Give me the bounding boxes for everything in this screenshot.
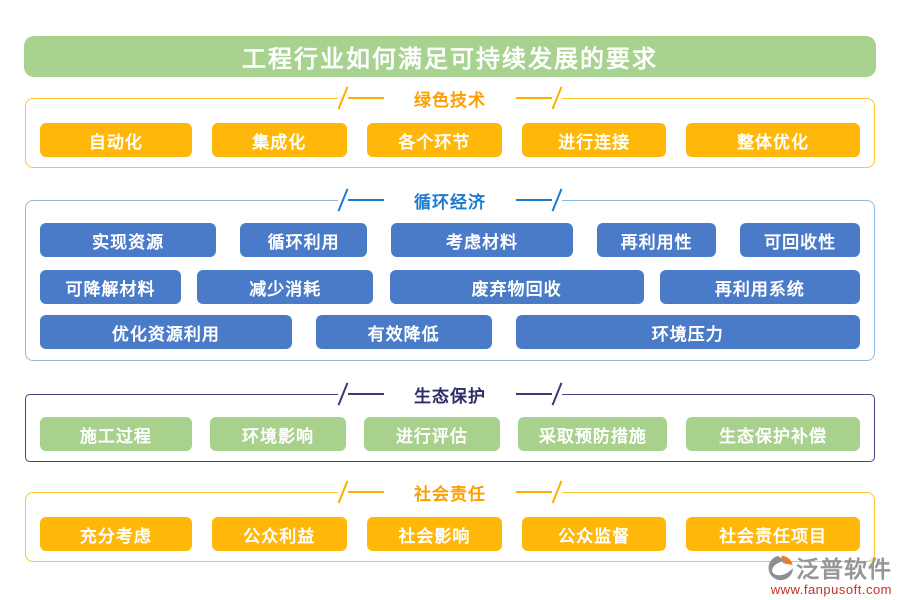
- keyword-button[interactable]: 社会影响: [366, 517, 503, 551]
- slash-decoration: [337, 86, 349, 110]
- section-title: 循环经济: [414, 192, 486, 212]
- keyword-button[interactable]: 采取预防措施: [518, 417, 668, 451]
- section-social-responsibility-header: 社会责任: [337, 479, 563, 505]
- section-title: 生态保护: [414, 386, 486, 406]
- section-eco-protection-header: 生态保护: [337, 381, 563, 407]
- section-eco-protection: 生态保护 施工过程 环境影响 进行评估 采取预防措施 生态保护补偿: [25, 381, 875, 462]
- green-tech-buttons: 自动化 集成化 各个环节 进行连接 整体优化: [40, 123, 860, 157]
- keyword-button[interactable]: 整体优化: [686, 123, 860, 157]
- keyword-button[interactable]: 施工过程: [40, 417, 192, 451]
- keyword-button[interactable]: 生态保护补偿: [686, 417, 860, 451]
- circular-economy-row-1: 实现资源 循环利用 考虑材料 再利用性 可回收性: [40, 223, 860, 257]
- slash-decoration: [337, 188, 349, 212]
- keyword-button[interactable]: 公众监督: [521, 517, 667, 551]
- circular-economy-row-3: 优化资源利用 有效降低 环境压力: [40, 315, 860, 349]
- fanpu-logo-row: 泛普软件: [767, 550, 892, 584]
- keyword-button[interactable]: 实现资源: [40, 223, 217, 257]
- line-decoration: [516, 97, 552, 99]
- keyword-button[interactable]: 进行评估: [364, 417, 500, 451]
- slash-decoration: [551, 86, 563, 110]
- line-decoration: [516, 199, 552, 201]
- keyword-button[interactable]: 自动化: [40, 123, 192, 157]
- page-title: 工程行业如何满足可持续发展的要求: [24, 36, 876, 77]
- keyword-button[interactable]: 减少消耗: [197, 270, 374, 304]
- section-green-tech: 绿色技术 自动化 集成化 各个环节 进行连接 整体优化: [25, 85, 875, 168]
- section-circular-economy: 循环经济 实现资源 循环利用 考虑材料 再利用性 可回收性 可降解材料 减少消耗…: [25, 187, 875, 361]
- website-link[interactable]: www.fanpusoft.com: [770, 582, 892, 597]
- keyword-button[interactable]: 再利用性: [596, 223, 717, 257]
- line-decoration: [348, 199, 384, 201]
- keyword-button[interactable]: 公众利益: [211, 517, 347, 551]
- eco-protection-buttons: 施工过程 环境影响 进行评估 采取预防措施 生态保护补偿: [40, 417, 860, 451]
- slash-decoration: [551, 188, 563, 212]
- keyword-button[interactable]: 环境影响: [210, 417, 346, 451]
- circular-economy-row-2: 可降解材料 减少消耗 废弃物回收 再利用系统: [40, 270, 860, 304]
- keyword-button[interactable]: 再利用系统: [659, 270, 860, 304]
- keyword-button[interactable]: 环境压力: [515, 315, 860, 349]
- line-decoration: [348, 97, 384, 99]
- keyword-button[interactable]: 有效降低: [315, 315, 492, 349]
- keyword-button[interactable]: 集成化: [211, 123, 347, 157]
- section-green-tech-header: 绿色技术: [337, 85, 563, 111]
- slash-decoration: [337, 382, 349, 406]
- keyword-button[interactable]: 考虑材料: [390, 223, 573, 257]
- keyword-button[interactable]: 进行连接: [521, 123, 667, 157]
- section-title: 绿色技术: [414, 90, 486, 110]
- line-decoration: [516, 393, 552, 395]
- keyword-button[interactable]: 充分考虑: [40, 517, 192, 551]
- section-title: 社会责任: [414, 484, 486, 504]
- keyword-button[interactable]: 循环利用: [240, 223, 368, 257]
- slash-decoration: [337, 480, 349, 504]
- fanpu-logo: 泛普软件 www.fanpusoft.com: [736, 550, 892, 597]
- line-decoration: [348, 491, 384, 493]
- social-responsibility-buttons: 充分考虑 公众利益 社会影响 公众监督 社会责任项目: [40, 517, 860, 551]
- keyword-button[interactable]: 可回收性: [740, 223, 860, 257]
- slash-decoration: [551, 382, 563, 406]
- keyword-button[interactable]: 各个环节: [366, 123, 503, 157]
- line-decoration: [348, 393, 384, 395]
- keyword-button[interactable]: 废弃物回收: [389, 270, 644, 304]
- slash-decoration: [551, 480, 563, 504]
- section-social-responsibility: 社会责任 充分考虑 公众利益 社会影响 公众监督 社会责任项目: [25, 479, 875, 562]
- fanpu-logo-icon: [767, 554, 794, 581]
- line-decoration: [516, 491, 552, 493]
- brand-name: 泛普软件: [796, 556, 892, 582]
- keyword-button[interactable]: 优化资源利用: [40, 315, 292, 349]
- keyword-button[interactable]: 可降解材料: [40, 270, 182, 304]
- section-circular-economy-header: 循环经济: [337, 187, 563, 213]
- keyword-button[interactable]: 社会责任项目: [686, 517, 860, 551]
